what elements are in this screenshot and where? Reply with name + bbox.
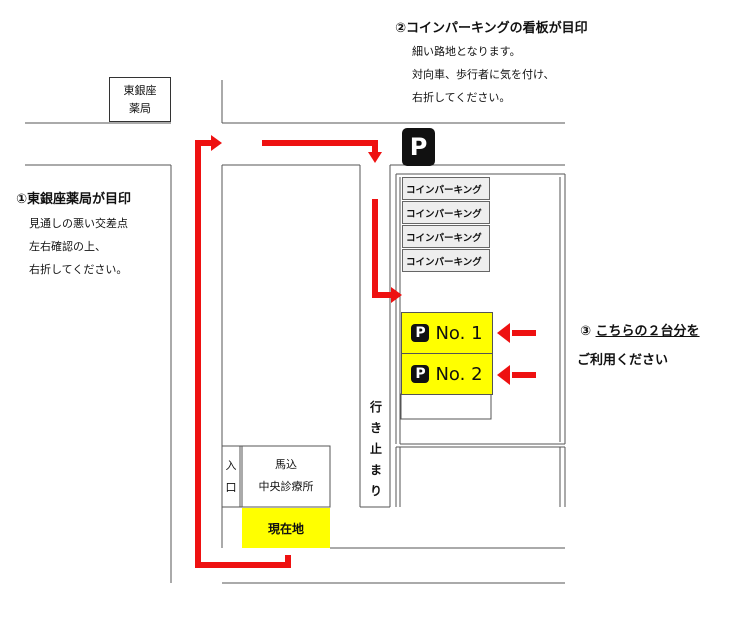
current-location-badge: 現在地 (242, 508, 330, 548)
dead-end-char: 止 (369, 442, 382, 456)
landmark2-line: 対向車、歩行者に気を付け、 (412, 68, 555, 81)
landmark3-line2: ご利用ください (577, 353, 669, 368)
landmark1-note: 見通しの悪い交差点 左右確認の上、 右折してください。 (29, 212, 128, 281)
landmark2-note: 細い路地となります。 対向車、歩行者に気を付け、 右折してください。 (412, 40, 554, 109)
dead-end-label: 行 き 止 ま り (362, 397, 390, 502)
coin-parking-label: コインパーキング (406, 184, 482, 196)
landmark3-prefix: ③ (580, 324, 596, 339)
coin-parking-row: コインパーキング (402, 177, 490, 200)
parking-badge-icon: P (411, 365, 430, 383)
parking-slot-no2: P No. 2 (401, 353, 493, 395)
coin-parking-row: コインパーキング (402, 249, 490, 272)
landmark1-heading: ①東銀座薬局が目印 (16, 192, 132, 207)
clinic-name-line1: 馬込 (275, 458, 297, 471)
landmark3-line1: こちらの２台分を (595, 324, 700, 339)
dead-end-char: り (369, 484, 382, 498)
pharmacy-name-line2: 薬局 (129, 101, 151, 115)
slot-label: No. 1 (435, 322, 483, 344)
landmark3-heading: ③ こちらの２台分を (580, 320, 700, 339)
entrance-char: 口 (225, 481, 237, 494)
dead-end-char: 行 (369, 400, 382, 414)
landmark1-line: 見通しの悪い交差点 (29, 217, 128, 230)
coin-parking-label: コインパーキング (406, 232, 482, 244)
landmark2-line: 右折してください。 (412, 91, 511, 104)
parking-badge-icon: P (411, 324, 430, 342)
landmark2-line: 細い路地となります。 (412, 45, 521, 58)
parking-slot-no1: P No. 1 (401, 312, 493, 354)
coin-parking-row: コインパーキング (402, 201, 490, 224)
clinic-name-line2: 中央診療所 (258, 480, 314, 493)
landmark2-heading: ②コインパーキングの看板が目印 (395, 21, 588, 36)
pharmacy-name-line1: 東銀座 (123, 83, 157, 97)
dead-end-char: き (369, 421, 382, 435)
pharmacy-box: 東銀座 薬局 (109, 77, 171, 122)
entrance-char: 入 (225, 459, 237, 472)
landmark1-line: 左右確認の上、 (29, 240, 106, 253)
landmark1-line: 右折してください。 (29, 263, 128, 276)
parking-sign-letter: P (409, 133, 428, 161)
dead-end-char: ま (369, 463, 382, 477)
coin-parking-label: コインパーキング (406, 208, 482, 220)
parking-sign-icon: P (402, 128, 435, 166)
entrance-label: 入 口 (222, 452, 240, 502)
slot-label: No. 2 (435, 363, 483, 385)
coin-parking-row: コインパーキング (402, 225, 490, 248)
current-location-label: 現在地 (267, 521, 304, 536)
coin-parking-label: コインパーキング (406, 256, 482, 268)
clinic-label: 馬込 中央診療所 (242, 450, 330, 502)
